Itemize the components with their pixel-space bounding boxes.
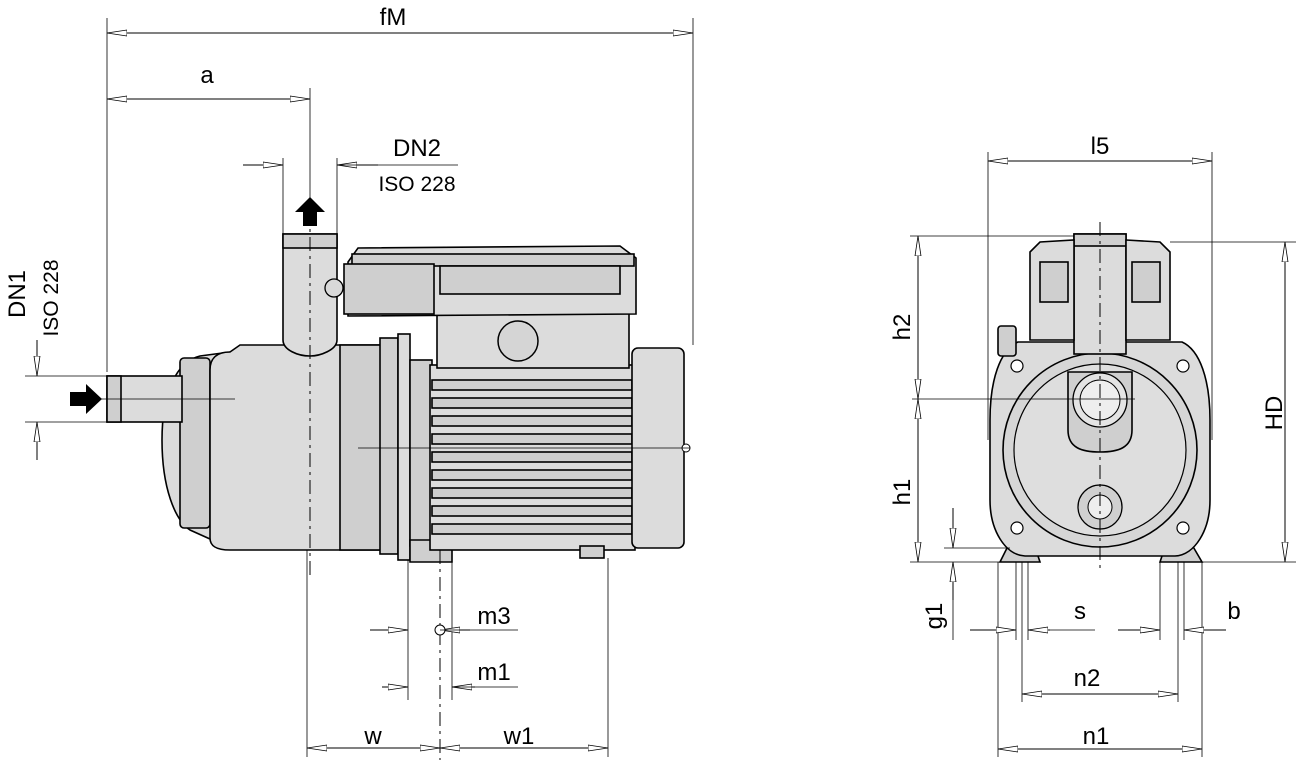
- pump-housing-ring: [339, 344, 386, 551]
- inlet-flow-arrow-icon: [70, 384, 102, 414]
- bolt-icon: [1010, 359, 1024, 373]
- lantern-flange-2: [397, 333, 411, 561]
- bolt-icon: [1176, 521, 1190, 535]
- outlet-flow-arrow-icon: [295, 197, 325, 226]
- lantern-flange-1: [379, 337, 399, 555]
- label-g1: g1: [921, 603, 948, 630]
- drain-plug: [579, 545, 605, 559]
- label-b: b: [1227, 598, 1240, 625]
- label-m3: m3: [477, 603, 510, 630]
- label-n2: n2: [1074, 665, 1101, 692]
- cable-gland-circle: [497, 320, 539, 362]
- side-view: [25, 18, 694, 760]
- label-h1: h1: [889, 479, 916, 506]
- label-HD: HD: [1261, 396, 1288, 431]
- capacitor-cap: [324, 278, 344, 298]
- label-DN1-standard: ISO 228: [40, 259, 63, 336]
- label-w1: w1: [503, 723, 535, 750]
- suction-flange: [179, 357, 211, 529]
- label-w: w: [363, 723, 382, 750]
- label-n1: n1: [1083, 723, 1110, 750]
- motor-cooling-fins: [431, 379, 633, 535]
- label-s: s: [1074, 598, 1086, 625]
- terminal-box-top-panel: [439, 265, 621, 295]
- bolt-icon: [1176, 359, 1190, 373]
- label-DN2-standard: ISO 228: [378, 173, 455, 196]
- bolt-icon: [1010, 521, 1024, 535]
- label-a: a: [200, 62, 214, 89]
- label-DN1: DN1: [4, 270, 31, 318]
- label-fM: fM: [380, 4, 407, 31]
- lantern-flange-3: [409, 359, 433, 547]
- front-cable-gland: [997, 325, 1017, 357]
- label-m1: m1: [477, 659, 510, 686]
- terminal-box-side-block: [343, 263, 435, 315]
- label-DN2: DN2: [393, 135, 441, 162]
- label-h2: h2: [889, 314, 916, 341]
- label-l5: l5: [1091, 133, 1110, 160]
- front-view: [910, 152, 1296, 757]
